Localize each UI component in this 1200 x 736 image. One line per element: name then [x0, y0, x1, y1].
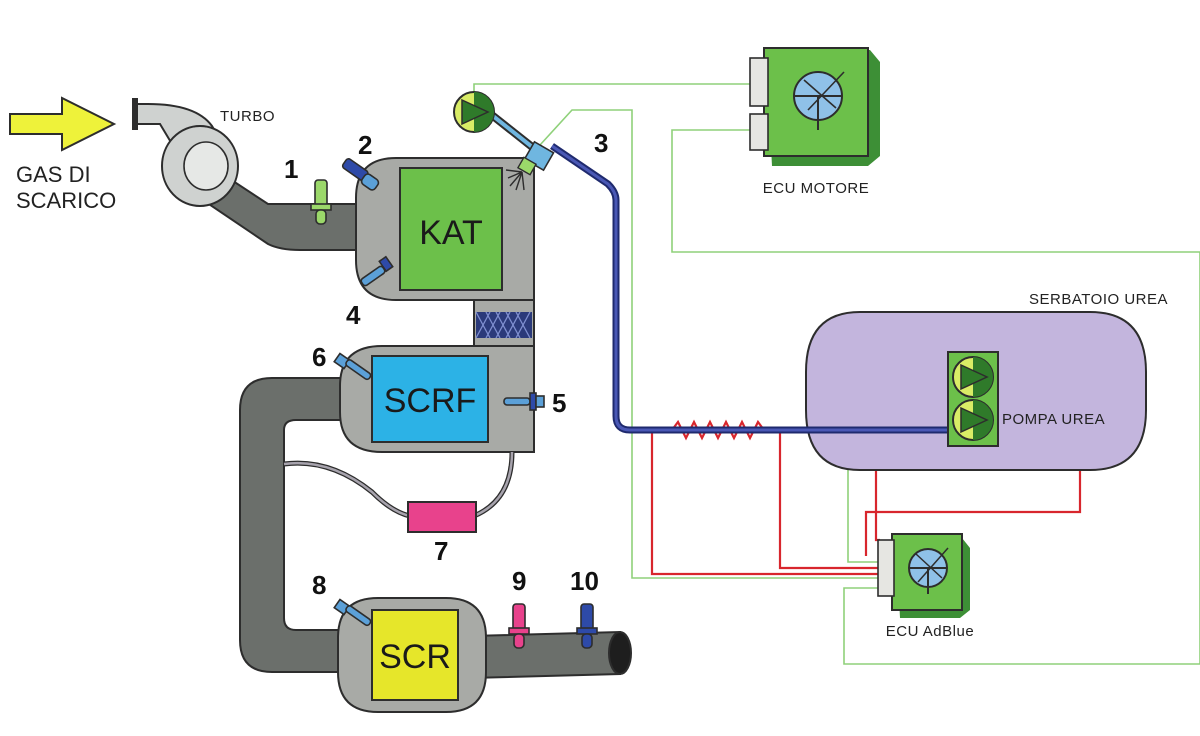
kat-label: KAT — [419, 214, 483, 252]
sensor-10 — [576, 603, 598, 649]
tank-label: SERBATOIO UREA — [1029, 291, 1168, 308]
sensor-1 — [310, 179, 332, 225]
exhaust-label-line1: GAS DI — [16, 162, 91, 187]
callout-1: 1 — [284, 154, 298, 184]
callout-2: 2 — [358, 130, 372, 160]
callout-5: 5 — [552, 388, 566, 418]
callout-6: 6 — [312, 342, 326, 372]
urea-dosing-line — [550, 143, 952, 434]
sensor-8 — [333, 598, 372, 627]
sensor-9 — [508, 603, 530, 649]
ecu-motore: ECU MOTORE — [749, 47, 880, 197]
turbocharger: TURBO — [132, 98, 275, 207]
scrf-label: SCRF — [384, 382, 477, 420]
callout-9: 9 — [512, 566, 526, 596]
sensor-4 — [360, 255, 394, 287]
turbo-label: TURBO — [220, 108, 275, 125]
exhaust-inlet-arrow: GAS DI SCARICO — [9, 96, 116, 213]
ecu-adblue: ECU AdBlue — [877, 533, 974, 640]
kat-catalyst: KAT — [355, 157, 535, 301]
pump-label: POMPA UREA — [1002, 411, 1105, 428]
ecu-motore-label: ECU MOTORE — [763, 180, 869, 197]
scr-catalyst: SCR — [337, 597, 487, 713]
sensor-2 — [341, 158, 380, 191]
scrf-filter: SCRF — [339, 345, 535, 453]
callout-4: 4 — [346, 300, 361, 330]
sensor-6 — [333, 352, 372, 381]
sensor-5 — [503, 392, 545, 411]
sensor-7-diff-pressure — [283, 451, 515, 533]
exhaust-label-line2: SCARICO — [16, 188, 116, 213]
scr-label: SCR — [379, 638, 451, 676]
urea-dosing-injector — [453, 91, 555, 191]
callout-10: 10 — [570, 566, 599, 596]
urea-pump: POMPA UREA — [947, 351, 1105, 447]
callout-numbers: 1 2 3 4 5 6 7 8 9 10 — [284, 128, 608, 600]
callout-8: 8 — [312, 570, 326, 600]
callout-3: 3 — [594, 128, 608, 158]
ecu-adblue-label: ECU AdBlue — [886, 623, 974, 640]
callout-7: 7 — [434, 536, 448, 566]
